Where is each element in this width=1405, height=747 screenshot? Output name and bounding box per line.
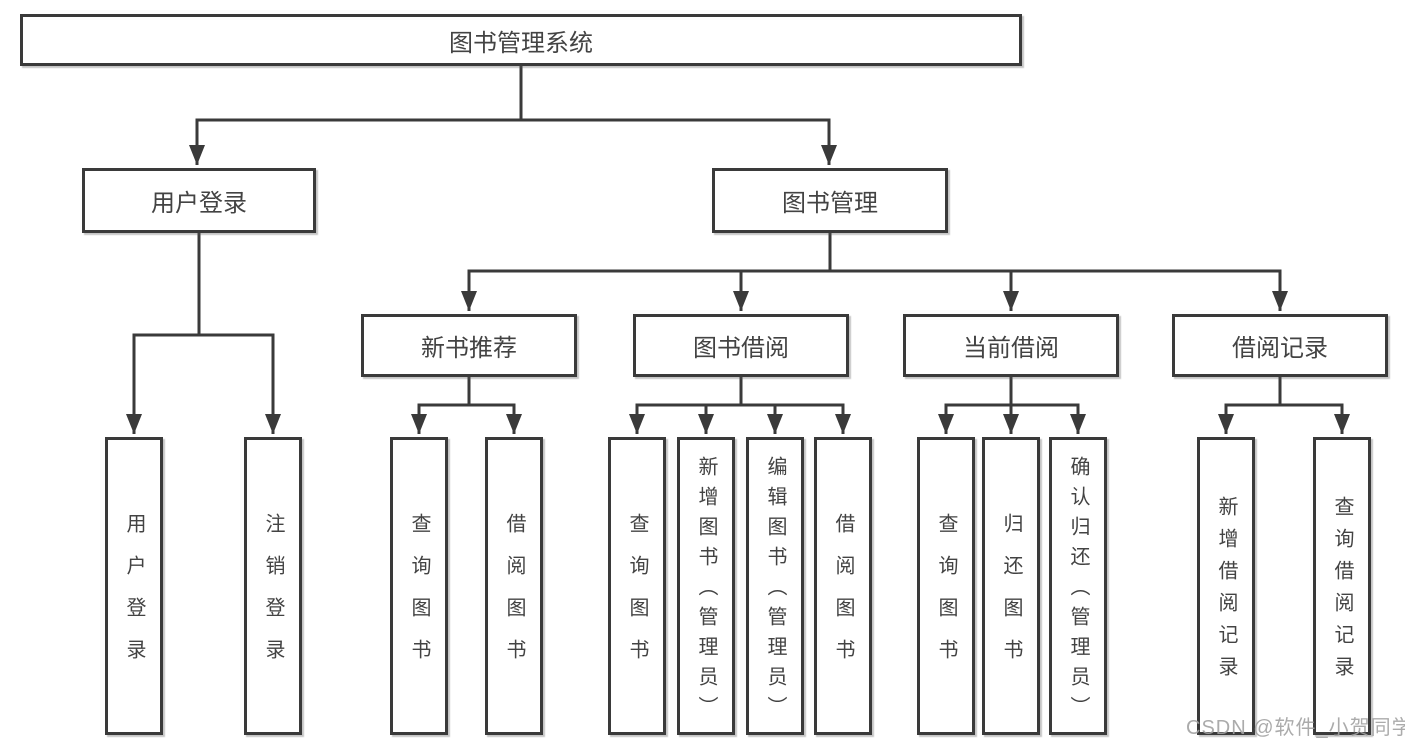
leaf-query-borrow-record: 查询借阅记录: [1313, 437, 1371, 735]
leaf-borrow-books-2: 借阅图书: [814, 437, 872, 735]
connector-newbook-to-leaves: [411, 377, 522, 434]
node-label: 图书管理: [782, 190, 878, 217]
node-book-borrow: 图书借阅: [633, 314, 849, 377]
leaf-query-books-1: 查询图书: [390, 437, 448, 735]
leaf-confirm-return-admin: 确认归还（管理员）: [1049, 437, 1107, 735]
node-label: 新书推荐: [421, 335, 517, 362]
leaf-label: 查询图书: [626, 513, 648, 681]
leaf-return-book: 归还图书: [982, 437, 1040, 735]
leaf-edit-book-admin: 编辑图书（管理员）: [746, 437, 804, 735]
connector-userlogin-to-leaves: [126, 233, 281, 434]
leaf-label: 借阅图书: [503, 513, 525, 681]
node-library-system: 图书管理系统: [20, 14, 1022, 66]
leaf-query-books-2: 查询图书: [608, 437, 666, 735]
node-label: 图书管理系统: [449, 29, 593, 57]
connector-bookborrow-to-leaves: [629, 377, 851, 434]
node-label: 当前借阅: [963, 335, 1059, 362]
leaf-add-borrow-record: 新增借阅记录: [1197, 437, 1255, 735]
leaf-logout: 注销登录: [244, 437, 302, 735]
leaf-label: 归还图书: [1000, 513, 1022, 681]
node-borrow-records: 借阅记录: [1172, 314, 1388, 377]
leaf-borrow-books-1: 借阅图书: [485, 437, 543, 735]
leaf-label: 查询借阅记录: [1331, 496, 1353, 688]
leaf-query-books-3: 查询图书: [917, 437, 975, 735]
leaf-label: 查询图书: [935, 513, 957, 681]
leaf-label: 编辑图书（管理员）: [764, 456, 786, 726]
leaf-label: 用户登录: [123, 513, 145, 681]
node-book-management: 图书管理: [712, 168, 948, 233]
node-current-borrow: 当前借阅: [903, 314, 1119, 377]
node-user-login: 用户登录: [82, 168, 316, 233]
leaf-label: 借阅图书: [832, 513, 854, 681]
node-new-book-recommend: 新书推荐: [361, 314, 577, 377]
connector-bookmgmt-to-level3: [461, 233, 1288, 311]
node-label: 借阅记录: [1232, 335, 1328, 362]
csdn-watermark: CSDN @软件_小贺同学: [1186, 717, 1405, 739]
leaf-label: 查询图书: [408, 513, 430, 681]
connector-root-to-level2: [189, 64, 837, 165]
leaf-user-login: 用户登录: [105, 437, 163, 735]
leaf-add-book-admin: 新增图书（管理员）: [677, 437, 735, 735]
connector-borrowrecords-to-leaves: [1218, 377, 1350, 434]
connector-currentborrow-to-leaves: [938, 377, 1086, 434]
node-label: 用户登录: [151, 190, 247, 217]
leaf-label: 确认归还（管理员）: [1067, 456, 1089, 726]
leaf-label: 新增图书（管理员）: [695, 456, 717, 726]
leaf-label: 注销登录: [262, 513, 284, 681]
node-label: 图书借阅: [693, 335, 789, 362]
leaf-label: 新增借阅记录: [1215, 496, 1237, 688]
